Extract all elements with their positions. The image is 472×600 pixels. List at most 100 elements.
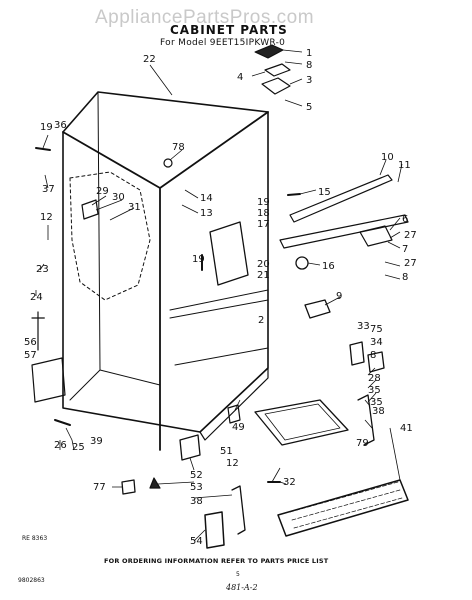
part-label: 17	[257, 219, 270, 230]
bracket-20	[209, 221, 249, 286]
part-label: 19	[192, 254, 205, 265]
part-label: 77	[93, 482, 106, 493]
part-label: 15	[318, 187, 331, 198]
part-label: 13	[200, 208, 213, 219]
part-label: 79	[356, 438, 369, 449]
part-9-hinge	[304, 299, 331, 319]
part-label: 12	[226, 458, 239, 469]
part-label: 33	[357, 321, 370, 332]
part-29-bracket	[81, 199, 99, 220]
part-label: 18	[257, 208, 270, 219]
bottom-rail	[199, 367, 269, 441]
cabinet-front-edge	[62, 111, 269, 451]
watermark: AppliancePartsPros.com	[95, 7, 315, 28]
ordering-info: FOR ORDERING INFORMATION REFER TO PARTS …	[104, 557, 329, 565]
part-54	[204, 511, 225, 549]
cabinet-shell	[62, 91, 269, 433]
part-labels: 1 8 3 4 5 22 78 14 13 15 10 11 19 18 17 …	[24, 48, 417, 547]
part-label: 52	[190, 470, 203, 481]
part-label: 53	[190, 482, 203, 493]
part-label: 31	[128, 202, 141, 213]
part-label: 1	[306, 48, 312, 59]
part-label: 2	[258, 315, 264, 326]
ref-code-bottom: 9802863	[18, 577, 45, 584]
part-label: 25	[72, 442, 85, 453]
part-53-screw	[149, 477, 161, 489]
part-label: 14	[200, 193, 213, 204]
part-label: 27	[404, 230, 417, 241]
part-label: 8	[370, 350, 376, 361]
bracket-38-bottom	[231, 485, 246, 535]
part-33-bracket	[349, 341, 365, 366]
part-label: 36	[54, 120, 67, 131]
part-34-hinge	[367, 351, 385, 373]
panel-56	[31, 357, 66, 403]
handwritten-note: 481-A-2	[226, 583, 258, 592]
part-label: 16	[322, 261, 335, 272]
rail-10	[289, 174, 393, 223]
part-label: 23	[36, 264, 49, 275]
part-label: 49	[232, 422, 245, 433]
part-label: 37	[42, 184, 55, 195]
part-label: 28	[368, 373, 381, 384]
part-label: 19	[40, 122, 53, 133]
part-label: 20	[257, 259, 270, 270]
part-label: 51	[220, 446, 233, 457]
part-label: 22	[143, 54, 156, 65]
part-49-clip	[227, 404, 241, 424]
bracket-38-right	[357, 394, 375, 446]
part-label: 24	[30, 292, 43, 303]
part-label: 56	[24, 337, 37, 348]
hinge-3	[261, 77, 291, 95]
part-label: 4	[237, 72, 243, 83]
cabinet-back-wall	[169, 289, 269, 366]
part-label: 41	[400, 423, 413, 434]
ref-code-left: RE 8363	[22, 535, 48, 542]
part-label: 39	[90, 436, 103, 447]
part-label: 3	[306, 75, 312, 86]
part-label: 11	[398, 160, 411, 171]
part-16-bushing	[295, 256, 309, 270]
part-label: 8	[402, 272, 408, 283]
part-6-7-hinge	[359, 225, 393, 247]
part-36-screw	[35, 147, 51, 151]
part-label: 35	[370, 397, 383, 408]
part-label: 75	[370, 324, 383, 335]
part-label: 19	[257, 197, 270, 208]
part-label: 9	[336, 291, 342, 302]
part-label: 38	[372, 406, 385, 417]
part-label: 34	[370, 337, 383, 348]
toe-grille-41	[277, 479, 409, 537]
part-label: 26	[54, 440, 67, 451]
part-78-plug	[163, 158, 173, 168]
part-52	[179, 434, 201, 461]
part-label: 57	[24, 350, 37, 361]
part-label: 54	[190, 536, 203, 547]
part-label: 35	[368, 385, 381, 396]
part-15-screw	[287, 193, 301, 196]
part-label: 8	[306, 60, 312, 71]
hinge-4	[264, 63, 291, 77]
part-label: 32	[283, 477, 296, 488]
part-label: 12	[40, 212, 53, 223]
part-label: 10	[381, 152, 394, 163]
part-label: 6	[402, 214, 408, 225]
hinge-1	[254, 44, 284, 59]
insulation-panel	[69, 171, 151, 301]
rail-17	[279, 214, 409, 249]
part-39-screw	[54, 419, 71, 426]
part-label: 78	[172, 142, 185, 153]
part-label: 29	[96, 186, 109, 197]
cabinet-inner-edge	[69, 91, 161, 401]
diagram-title: CABINET PARTS	[170, 23, 288, 37]
part-label: 5	[306, 102, 312, 113]
page-mark: 5	[236, 571, 240, 578]
part-label: 38	[190, 496, 203, 507]
part-77-clip	[121, 479, 136, 495]
part-label: 21	[257, 270, 270, 281]
drain-pan-79	[254, 399, 349, 446]
part-label: 7	[402, 244, 408, 255]
part-label: 27	[404, 258, 417, 269]
